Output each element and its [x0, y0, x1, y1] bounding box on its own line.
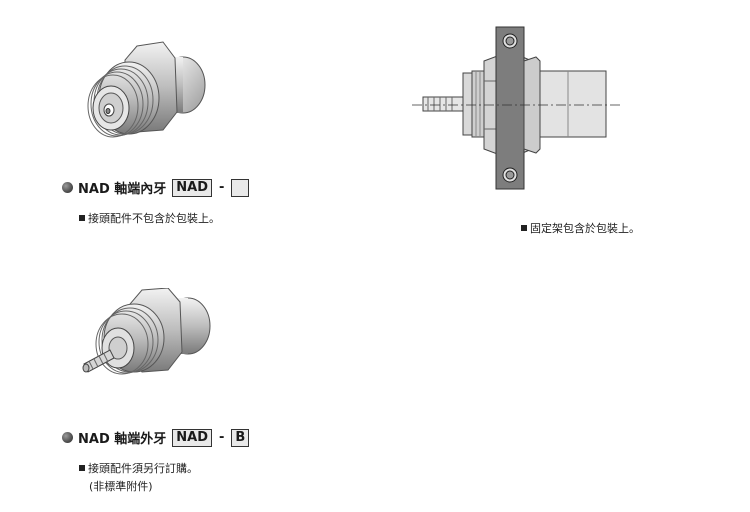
- section1-heading: NAD 軸端內牙 NAD -: [62, 178, 250, 197]
- section1-option-empty-box: [231, 178, 250, 197]
- section1-code-box: NAD: [172, 178, 212, 197]
- mounting-bracket-diagram: [412, 26, 620, 190]
- external-thread-fitting-illustration: [82, 288, 211, 375]
- section1-title: NAD 軸端內牙: [78, 182, 167, 197]
- square-bullet-icon: [79, 215, 85, 221]
- section2-note-sub: (非標準附件): [89, 480, 153, 493]
- section2-dash: -: [219, 430, 225, 445]
- square-bullet-icon: [79, 465, 85, 471]
- diagram-note-text: 固定架包含於包裝上。: [530, 222, 640, 235]
- section1-dash: -: [219, 180, 225, 195]
- section2-heading: NAD 軸端外牙 NAD - B: [62, 428, 250, 447]
- section2-code-box: NAD: [172, 428, 212, 447]
- bullet-icon: [62, 432, 73, 443]
- square-bullet-icon: [521, 225, 527, 231]
- section2-note-text: 接頭配件須另行訂購。: [88, 462, 198, 475]
- section2-title: NAD 軸端外牙: [78, 432, 167, 447]
- section1-note-text: 接頭配件不包含於包裝上。: [88, 212, 220, 225]
- section1-note: 接頭配件不包含於包裝上。: [79, 210, 220, 226]
- diagram-note: 固定架包含於包裝上。: [521, 220, 640, 236]
- section2-note: 接頭配件須另行訂購。: [79, 460, 198, 476]
- bullet-icon: [62, 182, 73, 193]
- section2-option-box: B: [231, 428, 250, 447]
- internal-thread-fitting-illustration: [87, 41, 206, 138]
